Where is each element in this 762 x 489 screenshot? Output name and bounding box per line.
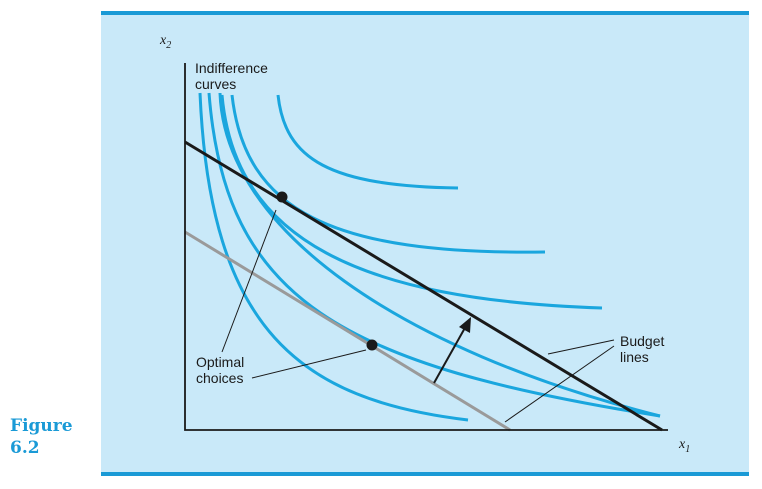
budget-label-line2: lines — [620, 349, 649, 365]
shift-arrow — [433, 325, 467, 384]
indifference-label-line1: Indifference — [195, 60, 268, 76]
figure-label-word: Figure — [10, 416, 73, 436]
leader-lines — [221, 209, 615, 423]
diagram-panel — [101, 13, 749, 475]
top-rule — [101, 11, 749, 15]
budget-label-line1: Budget — [620, 333, 664, 349]
y-axis-label: x2 — [159, 33, 171, 51]
optimal-point-high — [276, 191, 288, 203]
budget-line-low — [184, 230, 511, 432]
optimal-label-line1: Optimal — [196, 354, 244, 370]
figure-label: Figure 6.2 — [10, 415, 73, 459]
leader-budget-high — [547, 339, 615, 355]
figure-label-number: 6.2 — [10, 438, 40, 458]
axes — [184, 63, 668, 431]
indifference-curve-3 — [218, 92, 661, 418]
leader-budget-low — [504, 345, 615, 423]
leader-optimal-low — [251, 349, 367, 379]
optimal-point-low — [366, 339, 378, 351]
shift-arrowhead — [459, 317, 471, 333]
budget-line-high — [184, 140, 663, 432]
leader-optimal-high — [221, 209, 277, 353]
indifference-label-line2: curves — [195, 76, 236, 92]
x-axis-label: x1 — [678, 437, 690, 455]
optimal-label-line2: choices — [196, 370, 243, 386]
indifference-curve-1 — [198, 92, 469, 422]
indifference-curve-5 — [220, 94, 603, 310]
bottom-rule — [101, 472, 749, 476]
indifference-curve-6 — [276, 94, 459, 190]
